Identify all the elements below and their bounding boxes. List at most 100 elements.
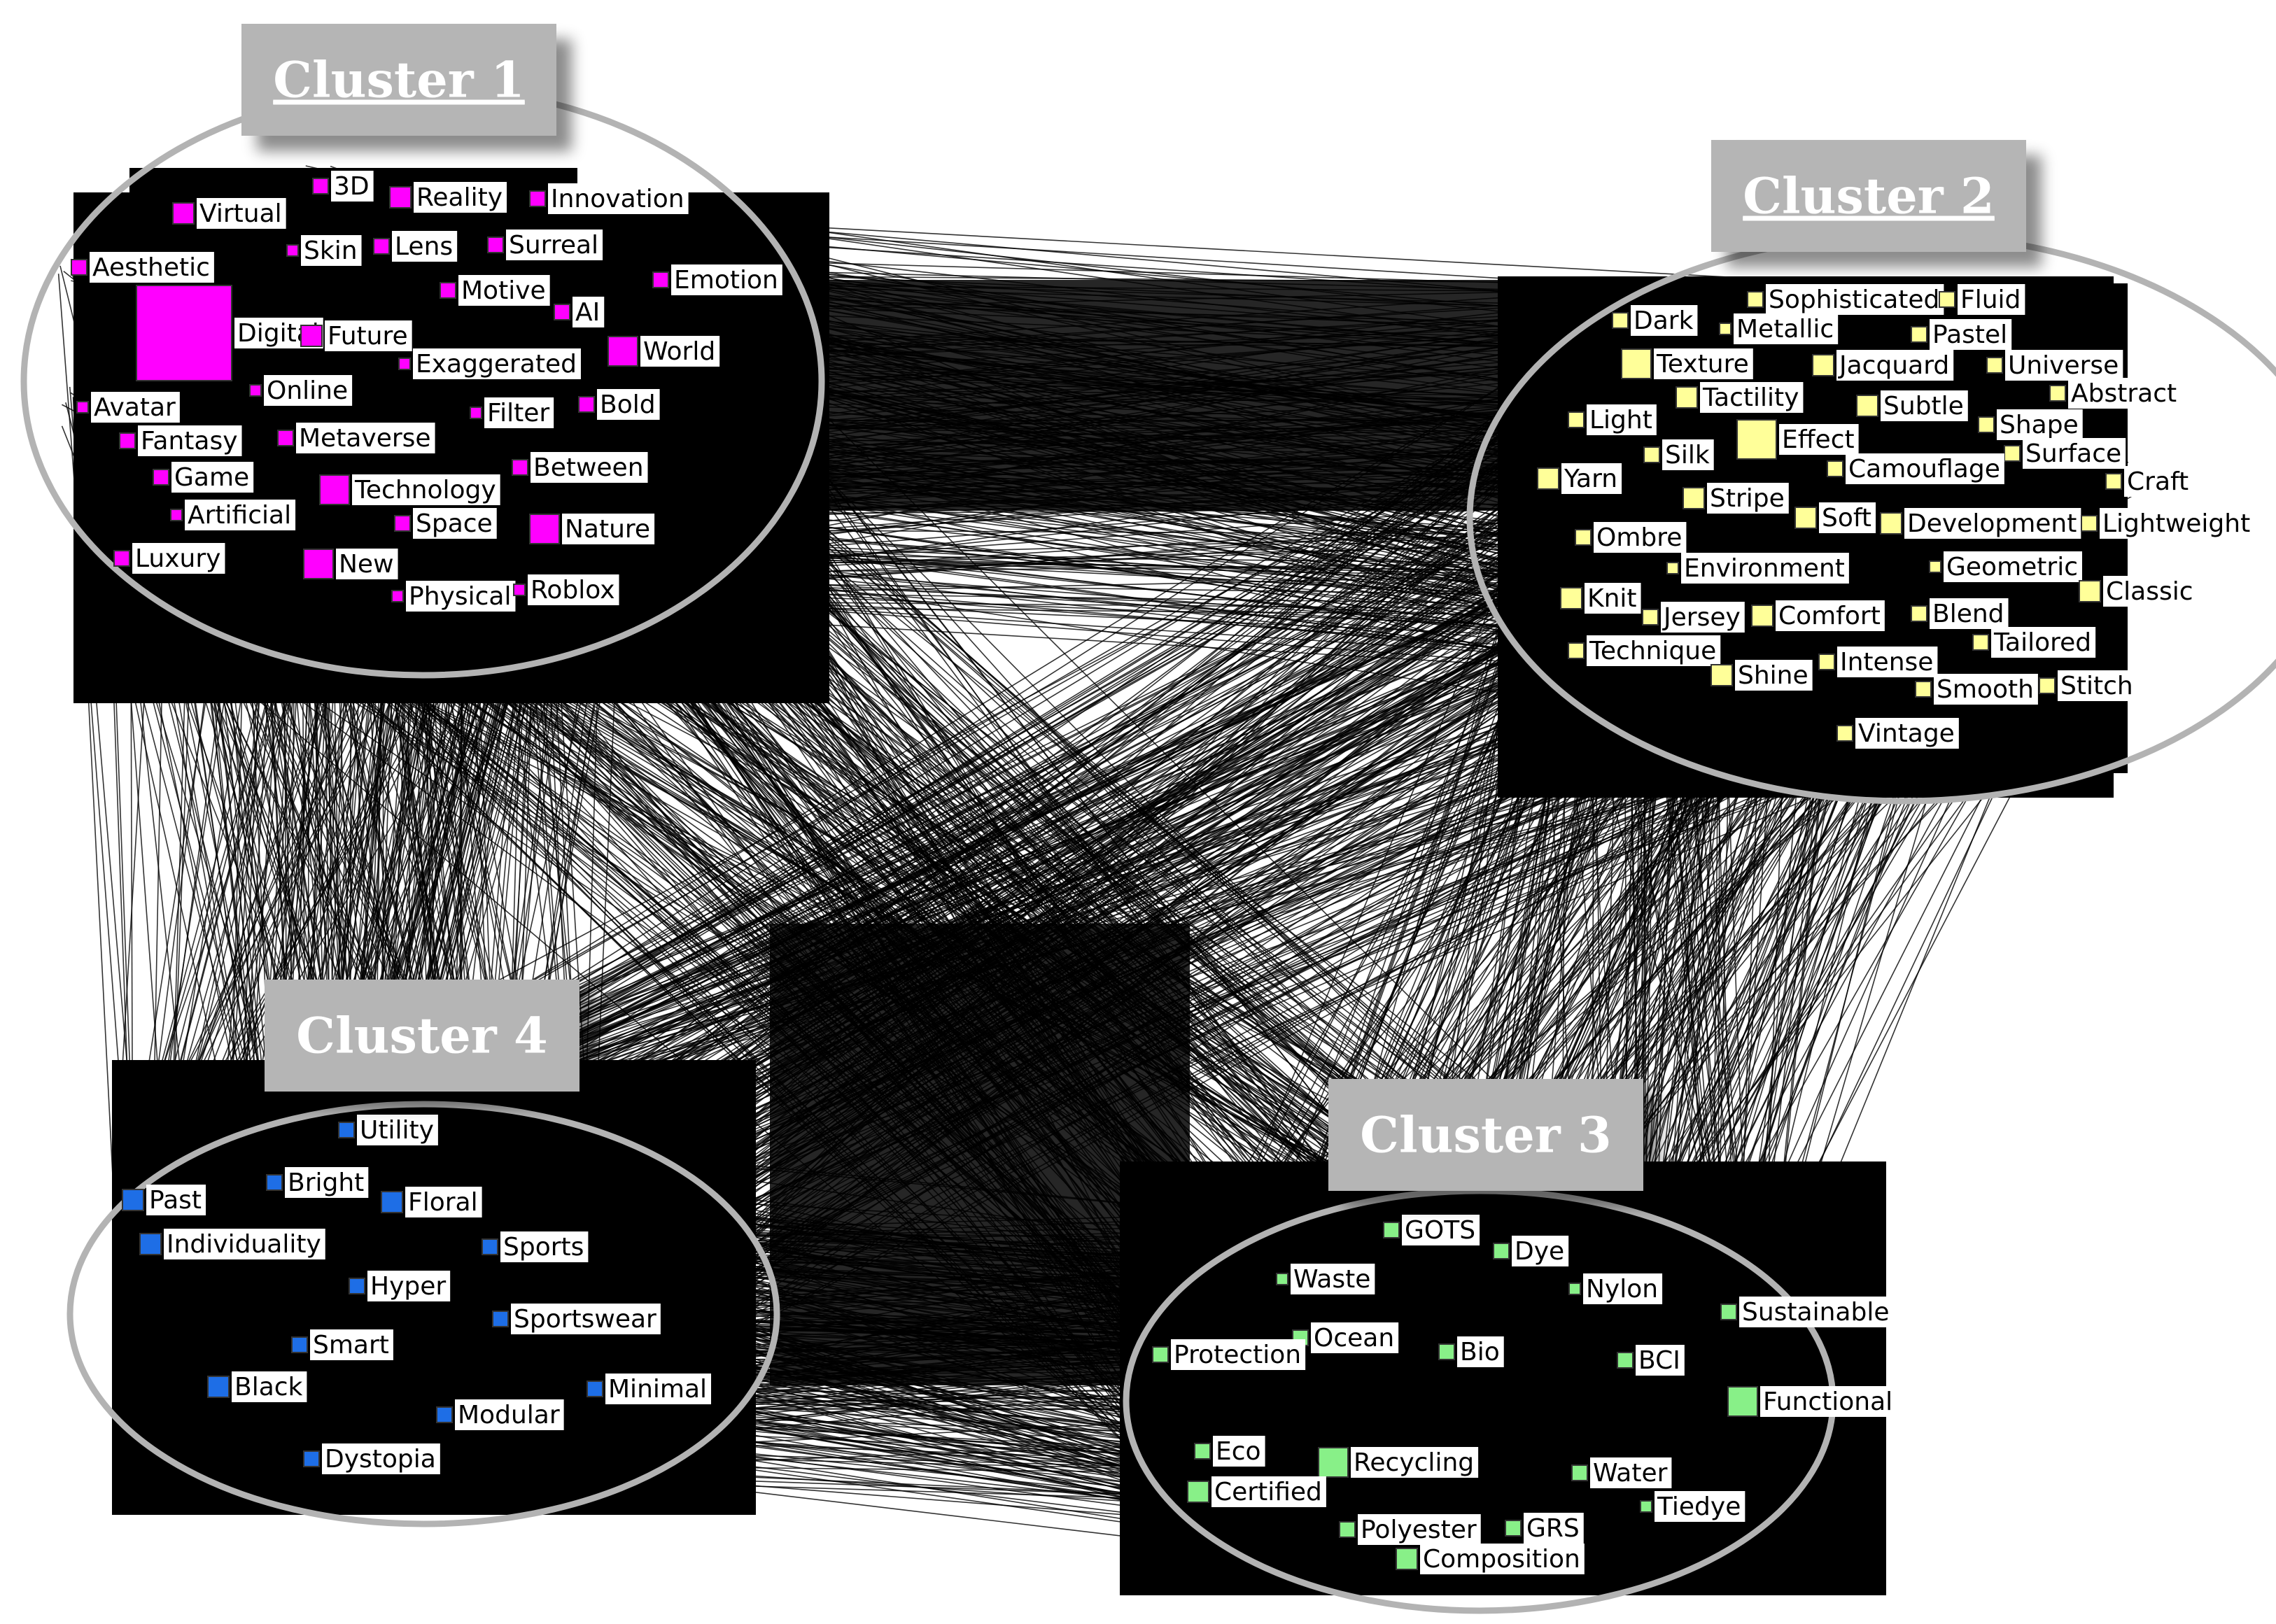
node-polyester[interactable]: Polyester	[1339, 1514, 1481, 1545]
node-sophisticated[interactable]: Sophisticated	[1747, 284, 1944, 315]
node-sustainable[interactable]: Sustainable	[1720, 1297, 1894, 1327]
node-aesthetic[interactable]: Aesthetic	[71, 252, 214, 283]
node-sports[interactable]: Sports	[482, 1231, 589, 1262]
node-camouflage[interactable]: Camouflage	[1827, 453, 2004, 484]
node-abstract[interactable]: Abstract	[2049, 378, 2182, 409]
node-3d[interactable]: 3D	[312, 171, 374, 202]
node-ombre[interactable]: Ombre	[1575, 522, 1687, 553]
node-luxury[interactable]: Luxury	[113, 543, 225, 574]
node-shape[interactable]: Shape	[1978, 409, 2083, 440]
node-smart[interactable]: Smart	[291, 1329, 393, 1360]
node-game[interactable]: Game	[153, 462, 254, 493]
node-bio[interactable]: Bio	[1438, 1336, 1504, 1367]
node-composition[interactable]: Composition	[1396, 1544, 1585, 1574]
node-online[interactable]: Online	[249, 375, 353, 406]
node-tailored[interactable]: Tailored	[1972, 627, 2096, 658]
node-blend[interactable]: Blend	[1911, 598, 2009, 629]
node-physical[interactable]: Physical	[391, 581, 516, 612]
node-knit[interactable]: Knit	[1560, 583, 1641, 614]
node-environment[interactable]: Environment	[1666, 553, 1849, 584]
node-floral[interactable]: Floral	[381, 1187, 482, 1217]
node-roblox[interactable]: Roblox	[513, 574, 619, 605]
node-fluid[interactable]: Fluid	[1939, 284, 2025, 315]
node-recycling[interactable]: Recycling	[1318, 1447, 1479, 1478]
node-jersey[interactable]: Jersey	[1642, 602, 1745, 633]
node-emotion[interactable]: Emotion	[652, 264, 782, 295]
node-world[interactable]: World	[607, 336, 720, 367]
node-nylon[interactable]: Nylon	[1568, 1273, 1663, 1304]
node-fantasy[interactable]: Fantasy	[119, 425, 242, 456]
node-tiedye[interactable]: Tiedye	[1640, 1491, 1745, 1522]
node-bci[interactable]: BCI	[1617, 1345, 1685, 1376]
node-skin[interactable]: Skin	[286, 235, 362, 266]
node-soft[interactable]: Soft	[1794, 502, 1876, 533]
node-smooth[interactable]: Smooth	[1915, 674, 2038, 705]
node-gots[interactable]: GOTS	[1383, 1215, 1480, 1245]
node-universe[interactable]: Universe	[1986, 350, 2123, 381]
node-technique[interactable]: Technique	[1568, 635, 1721, 666]
node-dystopia[interactable]: Dystopia	[303, 1443, 440, 1474]
node-stitch[interactable]: Stitch	[2039, 670, 2137, 701]
node-metaverse[interactable]: Metaverse	[277, 423, 435, 453]
node-lens[interactable]: Lens	[373, 231, 458, 262]
node-ocean[interactable]: Ocean	[1292, 1322, 1399, 1353]
node-dark[interactable]: Dark	[1612, 305, 1698, 336]
node-surreal[interactable]: Surreal	[487, 230, 603, 260]
node-utility[interactable]: Utility	[338, 1115, 438, 1145]
node-silk[interactable]: Silk	[1643, 439, 1714, 470]
node-functional[interactable]: Functional	[1727, 1386, 1897, 1417]
node-minimal[interactable]: Minimal	[586, 1374, 712, 1404]
node-tactility[interactable]: Tactility	[1676, 382, 1804, 413]
node-certified[interactable]: Certified	[1187, 1476, 1326, 1507]
node-exaggerated[interactable]: Exaggerated	[398, 348, 581, 379]
node-technology[interactable]: Technology	[319, 474, 500, 505]
node-effect[interactable]: Effect	[1736, 419, 1859, 460]
node-pastel[interactable]: Pastel	[1911, 319, 2012, 350]
node-metallic[interactable]: Metallic	[1719, 313, 1839, 344]
node-motive[interactable]: Motive	[440, 275, 550, 306]
node-shine[interactable]: Shine	[1710, 660, 1813, 691]
node-texture[interactable]: Texture	[1621, 348, 1753, 379]
node-intense[interactable]: Intense	[1818, 647, 1938, 677]
node-stripe[interactable]: Stripe	[1683, 483, 1789, 514]
node-craft[interactable]: Craft	[2105, 466, 2193, 497]
node-light[interactable]: Light	[1568, 404, 1657, 435]
node-individuality[interactable]: Individuality	[139, 1229, 325, 1259]
node-surface[interactable]: Surface	[2004, 438, 2126, 469]
edge-line	[484, 1244, 1619, 1382]
node-virtual[interactable]: Virtual	[172, 198, 286, 229]
node-artificial[interactable]: Artificial	[170, 500, 296, 530]
node-yarn[interactable]: Yarn	[1537, 463, 1622, 494]
node-new[interactable]: New	[303, 549, 398, 579]
node-waste[interactable]: Waste	[1276, 1264, 1375, 1294]
node-water[interactable]: Water	[1571, 1457, 1672, 1488]
node-reality[interactable]: Reality	[389, 182, 507, 213]
node-classic[interactable]: Classic	[2079, 576, 2198, 607]
node-innovation[interactable]: Innovation	[529, 183, 689, 214]
node-filter[interactable]: Filter	[470, 397, 554, 428]
node-between[interactable]: Between	[512, 452, 648, 483]
node-space[interactable]: Space	[394, 508, 497, 539]
node-subtle[interactable]: Subtle	[1856, 390, 1968, 421]
node-future[interactable]: Future	[300, 320, 412, 351]
node-bright[interactable]: Bright	[266, 1167, 369, 1198]
node-black[interactable]: Black	[207, 1371, 307, 1402]
node-bold[interactable]: Bold	[578, 389, 660, 420]
node-nature[interactable]: Nature	[529, 514, 655, 544]
node-comfort[interactable]: Comfort	[1751, 600, 1885, 631]
node-avatar[interactable]: Avatar	[76, 392, 180, 423]
node-grs[interactable]: GRS	[1505, 1513, 1584, 1544]
node-dye[interactable]: Dye	[1493, 1236, 1569, 1266]
node-development[interactable]: Development	[1880, 508, 2081, 539]
node-lightweight[interactable]: Lightweight	[2081, 508, 2255, 539]
node-vintage[interactable]: Vintage	[1836, 718, 1959, 749]
node-ai[interactable]: AI	[554, 297, 605, 327]
node-eco[interactable]: Eco	[1194, 1436, 1265, 1467]
node-protection[interactable]: Protection	[1152, 1339, 1306, 1370]
node-geometric[interactable]: Geometric	[1929, 551, 2082, 582]
node-jacquard[interactable]: Jacquard	[1812, 350, 1954, 381]
node-sportswear[interactable]: Sportswear	[492, 1304, 661, 1334]
node-past[interactable]: Past	[122, 1185, 206, 1215]
node-modular[interactable]: Modular	[436, 1399, 564, 1430]
node-hyper[interactable]: Hyper	[349, 1271, 451, 1301]
